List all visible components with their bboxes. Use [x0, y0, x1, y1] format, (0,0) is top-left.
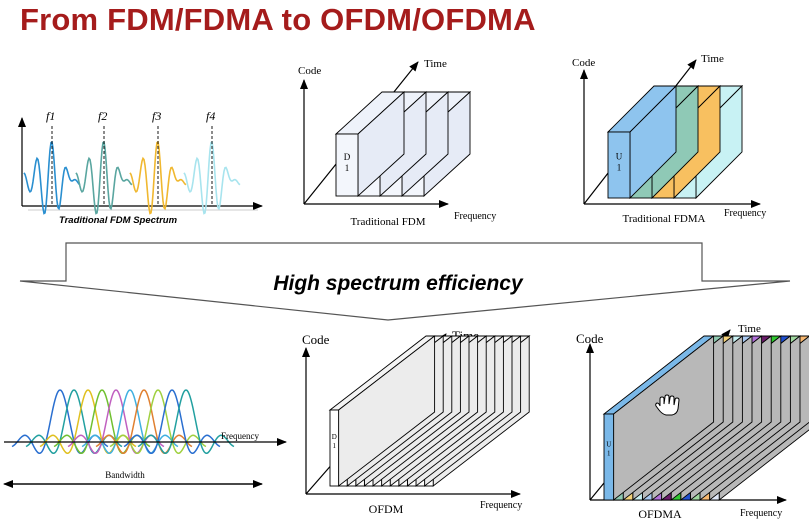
ofdma-3d-panel: Code Time Frequency OFDMA U12U11U10U9U8U… [576, 323, 809, 521]
banner-arrow-shape [19, 242, 791, 321]
ofdm-spectrum-panel: Frequency Bandwidth [3, 389, 287, 488]
ofdm-code-label: Code [302, 332, 330, 347]
page-title: From FDM/FDMA to OFDM/OFDMA [20, 2, 536, 37]
ofdm-subcarrier-wave [95, 389, 193, 454]
fdm-3d-panel: Code Time Frequency Traditional FDM D4D3… [298, 58, 496, 228]
ofdm-subcarrier-wave [109, 389, 207, 454]
ofdm-block-front [329, 409, 340, 487]
fdma-caption: Traditional FDMA [622, 213, 705, 225]
banner-text: High spectrum efficiency [273, 272, 524, 295]
fdm-carrier-label: f4 [206, 109, 215, 123]
ofdm-subcarrier-wave [137, 389, 235, 454]
fdm-frequency-label: Frequency [454, 211, 496, 222]
ofdma-frequency-label: Frequency [740, 508, 782, 519]
fdm-code-label: Code [298, 65, 321, 77]
ofdma-caption: OFDMA [638, 507, 682, 521]
fdm-block-front [335, 133, 359, 197]
hand-cursor-icon [655, 394, 680, 416]
fdm-spectrum-caption: Traditional FDM Spectrum [59, 215, 178, 226]
fdma-code-label: Code [572, 57, 595, 69]
bandwidth-label: Bandwidth [105, 470, 145, 480]
fdm-carrier-label: f2 [98, 109, 107, 123]
banner-arrow: High spectrum efficiency [19, 242, 791, 321]
ofdm-subcarrier-wave [123, 389, 221, 454]
fdma-time-label: Time [701, 53, 724, 65]
ofdm-frequency-label: Frequency [221, 431, 259, 441]
fdm-carrier-label: f1 [46, 109, 55, 123]
fdm-caption: Traditional FDM [350, 216, 425, 228]
ofdma-code-label: Code [576, 331, 604, 346]
fdma-block-front [607, 131, 631, 199]
ofdma-time-label: Time [738, 323, 761, 335]
fdm-spectrum-panel: f1 f2 f3 f4 Traditional FDM Spectrum [18, 109, 263, 226]
fdm-carrier-label: f3 [152, 109, 161, 123]
fdm-carrier-waves [23, 126, 241, 215]
ofdm-caption: OFDM [369, 502, 404, 516]
ofdma-block-front [603, 413, 615, 501]
fdma-frequency-label: Frequency [724, 208, 766, 219]
ofdm-subcarrier-wave [81, 389, 179, 454]
fdm-time-label: Time [424, 58, 447, 70]
ofdm-3d-panel: Code Time Frequency OFDM D12D11D10D9D8D7… [302, 328, 531, 516]
ofdm-subcarrier-waves [11, 389, 235, 454]
fdma-3d-panel: Code Time Frequency Traditional FDMA U4U… [572, 53, 766, 225]
ofdm-frequency-label-3d: Frequency [480, 500, 522, 511]
